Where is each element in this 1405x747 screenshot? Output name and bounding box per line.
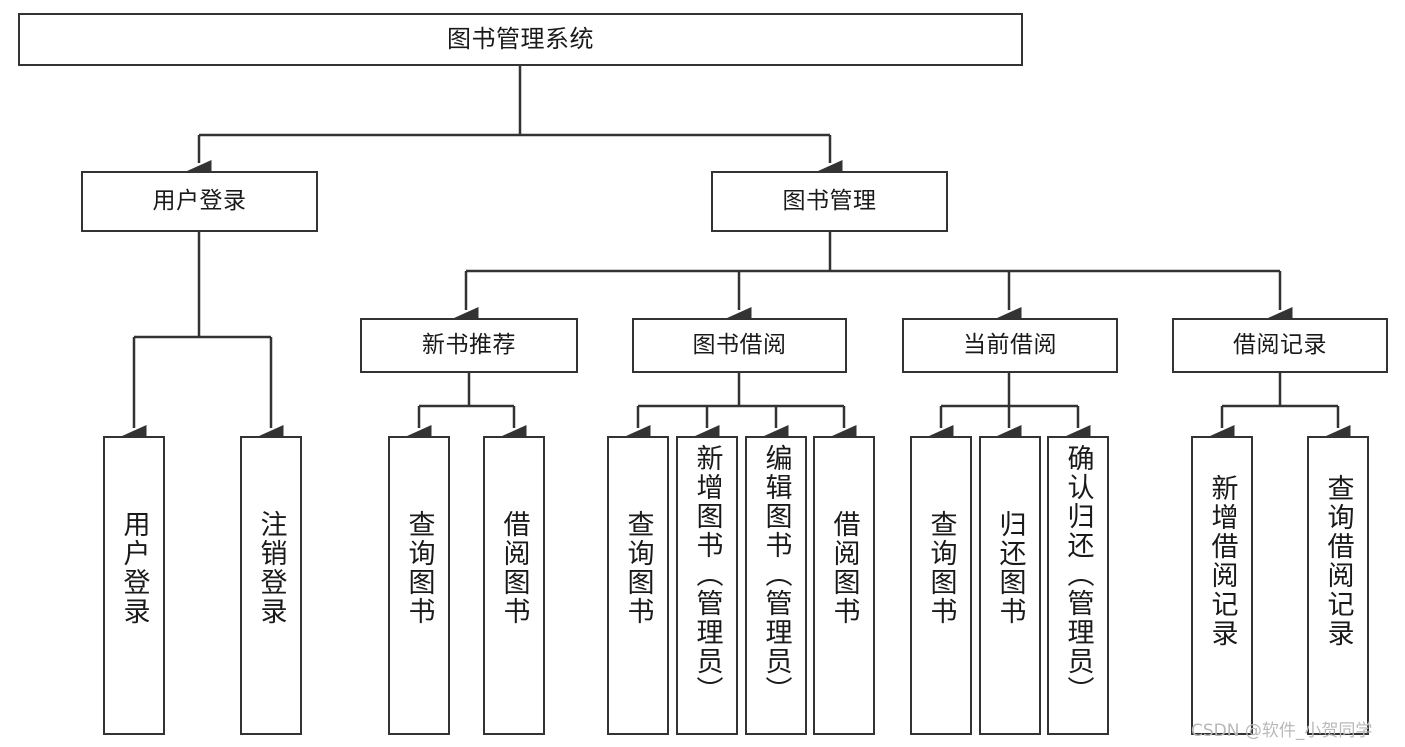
leaf-new-book-borrow[interactable]: 借阅图书 — [483, 436, 545, 735]
leaf-logout[interactable]: 注销登录 — [240, 436, 302, 735]
node-borrow-records[interactable]: 借阅记录 — [1172, 318, 1388, 373]
leaf-record-query[interactable]: 查询借阅记录 — [1307, 436, 1369, 735]
leaf-record-add[interactable]: 新增借阅记录 — [1191, 436, 1253, 735]
leaf-user-login[interactable]: 用户登录 — [103, 436, 165, 735]
node-label: 查询图书 — [925, 510, 957, 626]
node-new-book-recommendation[interactable]: 新书推荐 — [360, 318, 578, 373]
node-label: 借阅图书 — [828, 510, 860, 626]
leaf-current-query-book[interactable]: 查询图书 — [910, 436, 972, 735]
node-label: 查询借阅记录 — [1322, 474, 1354, 648]
node-user-login[interactable]: 用户登录 — [81, 171, 318, 232]
node-label: 确认归还（管理员） — [1062, 444, 1094, 705]
node-label: 新增图书（管理员） — [691, 444, 723, 705]
node-label: 图书管理 — [782, 187, 877, 214]
leaf-current-return-book[interactable]: 归还图书 — [979, 436, 1041, 735]
node-label: 用户登录 — [118, 510, 150, 626]
node-label: 借阅图书 — [498, 510, 530, 626]
leaf-current-confirm-return-admin[interactable]: 确认归还（管理员） — [1047, 436, 1109, 735]
node-label: 查询图书 — [622, 510, 654, 626]
leaf-borrow-query-book[interactable]: 查询图书 — [607, 436, 669, 735]
csdn-watermark: CSDN @软件_小贺同学 — [1191, 721, 1373, 741]
node-root-system[interactable]: 图书管理系统 — [18, 13, 1023, 66]
node-label: 查询图书 — [403, 510, 435, 626]
node-label: 当前借阅 — [963, 331, 1057, 358]
node-label: 图书借阅 — [692, 331, 787, 358]
node-label: 图书管理系统 — [447, 25, 594, 54]
leaf-new-book-query[interactable]: 查询图书 — [388, 436, 450, 735]
node-label: 注销登录 — [255, 510, 287, 626]
leaf-borrow-edit-book-admin[interactable]: 编辑图书（管理员） — [745, 436, 807, 735]
node-label: 新书推荐 — [422, 331, 516, 358]
leaf-borrow-borrow-book[interactable]: 借阅图书 — [813, 436, 875, 735]
node-book-borrowing[interactable]: 图书借阅 — [632, 318, 847, 373]
leaf-borrow-add-book-admin[interactable]: 新增图书（管理员） — [676, 436, 738, 735]
node-label: 用户登录 — [152, 187, 247, 214]
node-label: 归还图书 — [994, 510, 1026, 626]
node-label: 编辑图书（管理员） — [760, 444, 792, 705]
node-current-borrowing[interactable]: 当前借阅 — [902, 318, 1118, 373]
node-label: 新增借阅记录 — [1206, 474, 1238, 648]
node-label: 借阅记录 — [1233, 331, 1327, 358]
node-book-management[interactable]: 图书管理 — [711, 171, 948, 232]
